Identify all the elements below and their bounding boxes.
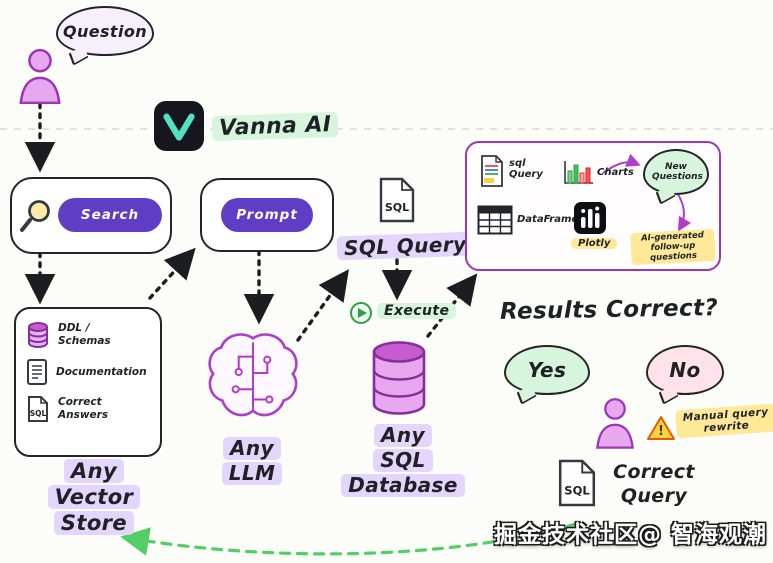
search-step-box: Search (10, 177, 172, 254)
question-speech-bubble: Question (56, 6, 154, 56)
execute-label: Execute (377, 303, 457, 319)
results-panel: sql Query Charts New Questions DataFrame… (465, 141, 721, 271)
prompt-button: Prompt (221, 198, 313, 232)
dataframe-icon (477, 205, 513, 235)
warning-glyph: ! (658, 424, 664, 439)
results-sql-query-label: sql Query (509, 158, 543, 180)
dataframe-label: DataFrame (517, 214, 579, 225)
warning-icon: ! (647, 416, 675, 440)
arrow-database-to-results (426, 273, 478, 338)
sql-file-small-label: SQL (30, 409, 47, 418)
vector-store-item-label: Correct Answers (58, 396, 109, 421)
caption-line: SQL (373, 449, 433, 472)
arrow-correct-query-to-vector-store (120, 522, 578, 556)
manual-rewrite-label: Manual query rewrite (682, 406, 769, 435)
sql-query-result-file-icon (481, 155, 503, 187)
results-correct-question: Results Correct? (500, 295, 719, 325)
database-caption: Any SQL Database (341, 424, 465, 497)
prompt-button-label: Prompt (236, 207, 298, 223)
vanna-title: Vanna AI (211, 111, 339, 142)
caption-line: LLM (221, 462, 283, 485)
sql-query-file-icon: SQL (379, 177, 415, 223)
caption-line: Vector (47, 485, 141, 510)
caption-line: Query (620, 484, 688, 507)
caption-line: Store (53, 511, 135, 536)
charts-label: Charts (597, 167, 634, 178)
arrow-llm-to-sql-query (296, 269, 349, 342)
document-icon (27, 359, 47, 385)
yes-label: Yes (527, 358, 567, 382)
llm-caption: Any LLM (212, 437, 292, 485)
vector-store-item-ddl: DDL / Schemas (26, 321, 150, 349)
reviewer-user-icon (596, 398, 634, 449)
vector-store-item-label: DDL / Schemas (58, 322, 111, 347)
user-icon (19, 48, 61, 104)
vector-store-item-correct-answers: SQL Correct Answers (26, 395, 150, 423)
vector-store-item-documentation: Documentation (26, 358, 150, 386)
caption-line: Correct (613, 461, 695, 483)
results-correct-label: Results Correct? (499, 295, 719, 325)
database-small-icon (28, 322, 48, 348)
caption-line: Database (341, 474, 465, 497)
no-speech-bubble: No (646, 345, 724, 395)
caption-line: Any (374, 424, 432, 447)
search-button-label: Search (80, 207, 140, 223)
sql-query-file-label: SQL (385, 201, 409, 214)
sql-query-caption-label: SQL Query (336, 231, 474, 261)
sql-file-small-icon: SQL (28, 396, 48, 422)
yes-speech-bubble: Yes (504, 345, 590, 395)
vector-store-caption: Any Vector Store (26, 459, 162, 536)
execute-play-icon (350, 302, 372, 324)
no-label: No (669, 358, 701, 382)
plotly-label: Plotly (571, 238, 618, 249)
caption-line: Any (223, 437, 281, 460)
sql-query-caption: SQL Query (336, 231, 474, 261)
search-button: Search (58, 198, 162, 232)
correct-query-file-icon: SQL (558, 459, 596, 507)
correct-query-caption: Correct Query (604, 461, 704, 508)
execute-caption: Execute (377, 303, 457, 319)
vector-store-box: DDL / Schemas Documentation SQL Correct … (14, 307, 162, 457)
plotly-icon (574, 202, 606, 234)
vanna-v-icon (163, 113, 195, 141)
new-questions-bubble: New Questions (643, 149, 709, 195)
vanna-logo (154, 101, 204, 151)
correct-query-file-label: SQL (564, 484, 590, 498)
charts-icon (564, 161, 593, 184)
prompt-step-box: Prompt (200, 178, 334, 252)
vanna-title-label: Vanna AI (211, 111, 339, 142)
llm-brain-icon (208, 333, 298, 417)
magnifier-icon (20, 200, 50, 232)
sql-database-icon (372, 341, 426, 415)
new-questions-label: New Questions (652, 161, 703, 182)
arrow-vector-store-to-prompt (148, 247, 196, 300)
vector-store-item-label: Documentation (56, 365, 147, 378)
question-label: Question (62, 21, 148, 41)
watermark-text: 掘金技术社区@ 智海观潮 (493, 522, 767, 548)
caption-line: Any (63, 459, 125, 484)
followup-questions-label: AI-generated follow-up questions (630, 228, 716, 266)
